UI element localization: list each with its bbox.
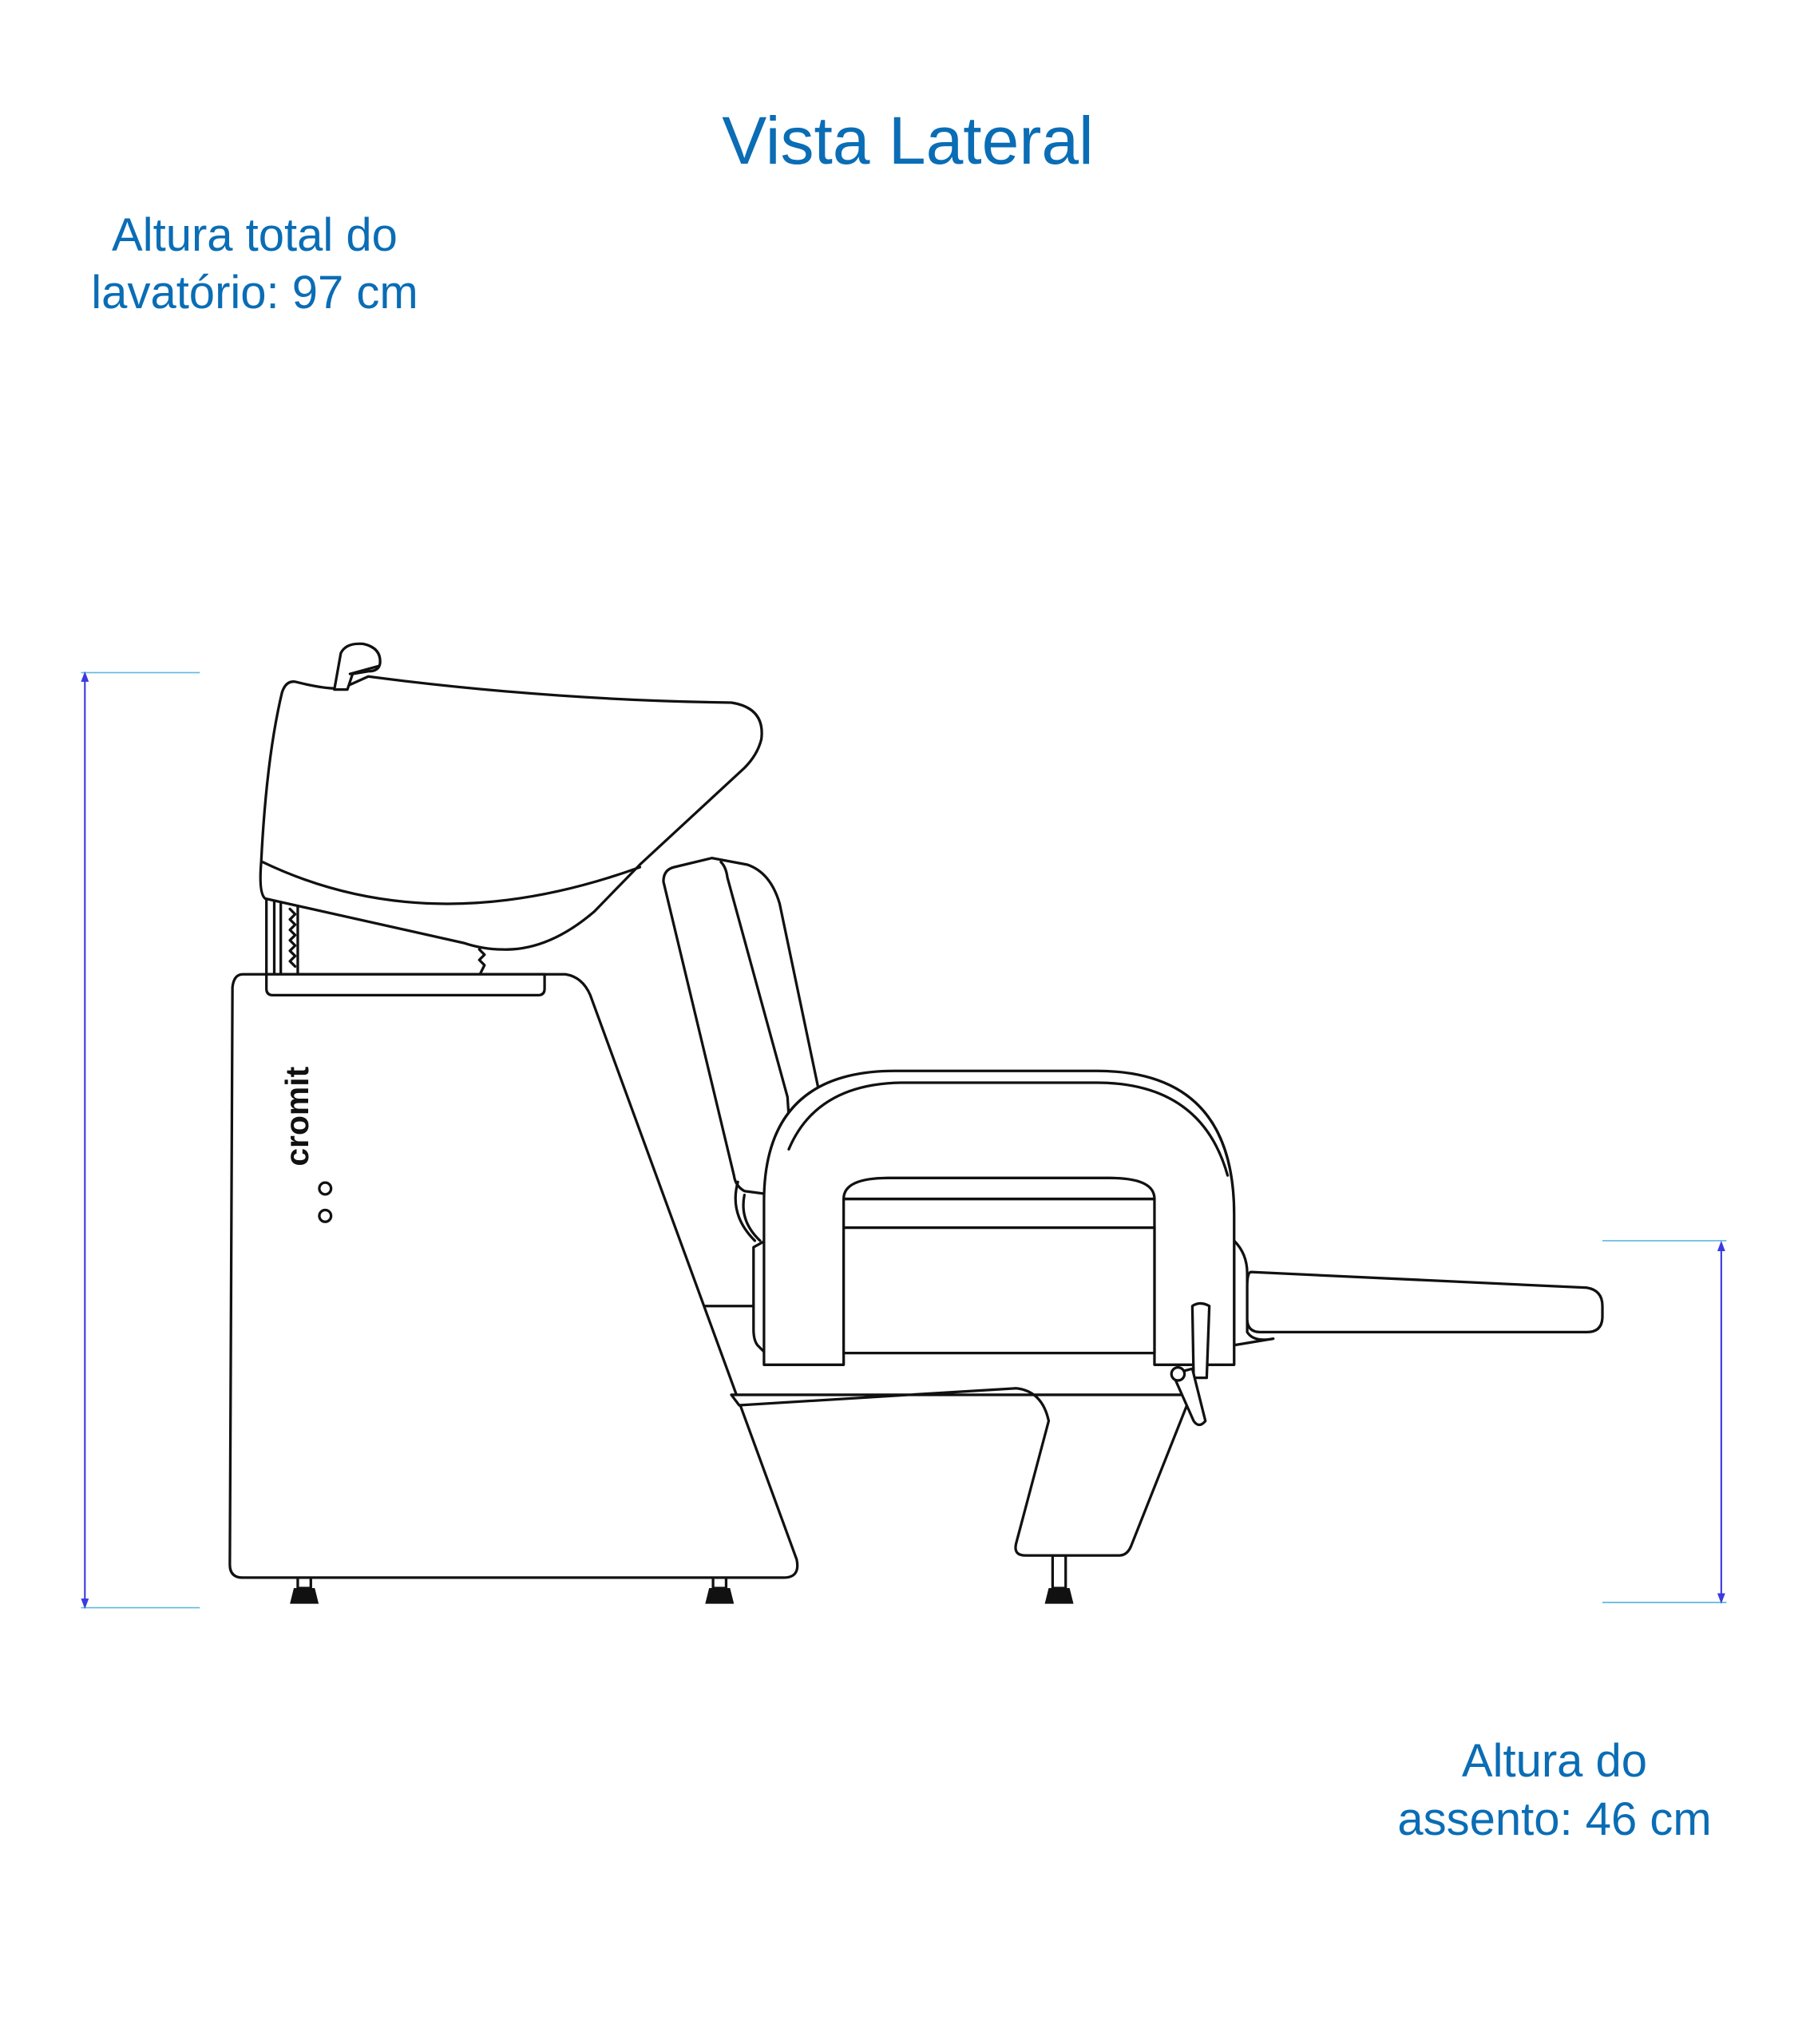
control-button-2 <box>318 1208 333 1223</box>
total-height-label-line1: Altura total do <box>112 209 398 261</box>
diagram-title: Vista Lateral <box>722 103 1093 178</box>
backrest <box>662 857 822 1242</box>
faucet <box>333 642 382 691</box>
control-button-1 <box>318 1181 333 1196</box>
seat-height-label-line1: Altura do <box>1462 1735 1647 1787</box>
cabinet-tray <box>265 972 546 997</box>
feet <box>290 1554 1074 1604</box>
recline-lever[interactable] <box>1170 1301 1211 1427</box>
chair-base <box>730 1387 1193 1557</box>
wash-basin <box>259 642 763 951</box>
total-height-dimension <box>81 671 200 1610</box>
footrest <box>1233 1239 1604 1347</box>
seat <box>752 1069 1236 1366</box>
seat-height-label-line2: assento: 46 cm <box>1397 1793 1711 1845</box>
total-height-label-line2: lavatório: 97 cm <box>91 267 418 319</box>
cabinet <box>228 972 799 1579</box>
seat-height-dimension <box>1602 1240 1727 1604</box>
brand-logo: cromit <box>279 1066 315 1166</box>
